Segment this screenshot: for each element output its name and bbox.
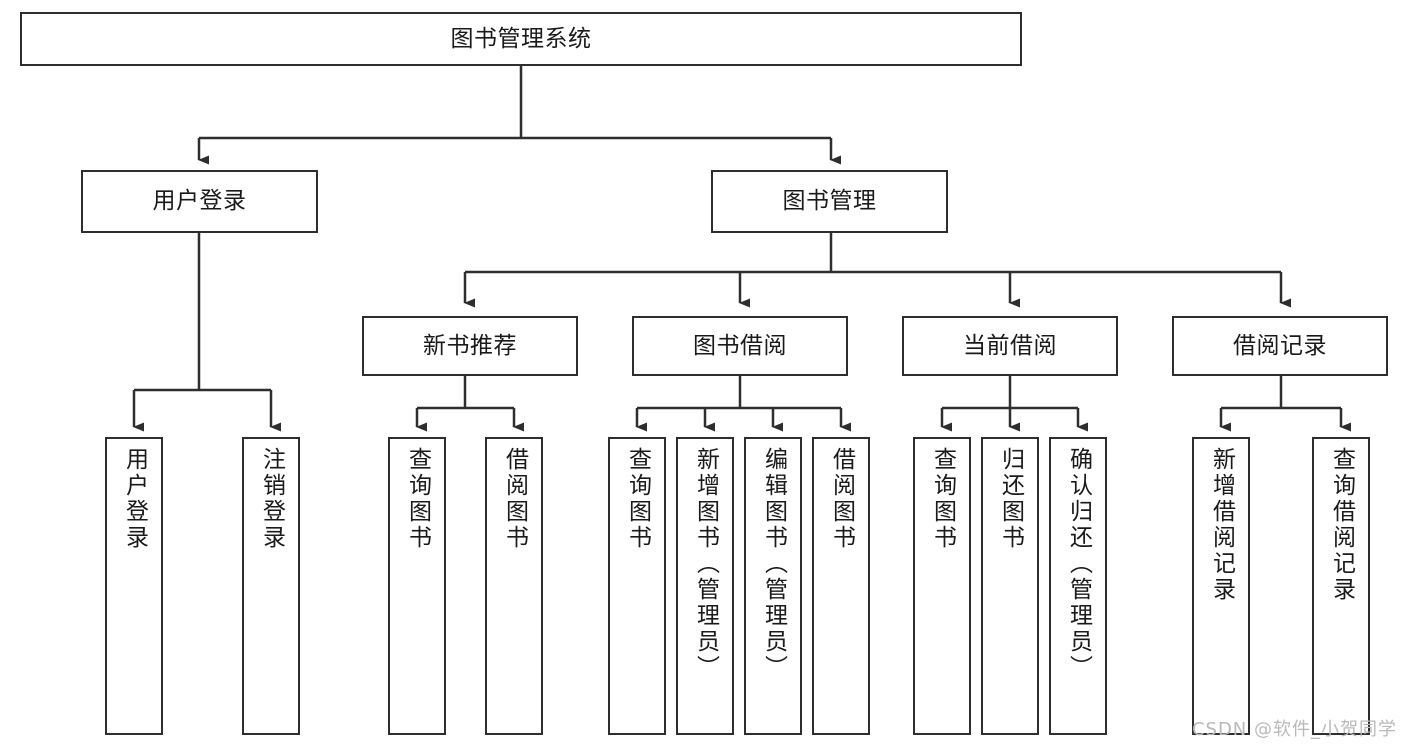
node-label: 图书借阅 <box>693 332 787 359</box>
node-label: 用户登录 <box>121 447 148 551</box>
watermark-text: CSDN @软件_小贺同学 <box>1191 719 1397 740</box>
node-leaf-query-books-current[interactable]: 查询图书 <box>913 437 971 735</box>
node-label: 当前借阅 <box>963 332 1057 359</box>
node-label: 查询图书 <box>624 447 651 551</box>
node-leaf-edit-book-admin[interactable]: 编辑图书（管理员） <box>744 437 802 735</box>
node-label: 查询借阅记录 <box>1328 447 1355 603</box>
node-label: 编辑图书（管理员） <box>760 447 787 681</box>
node-label: 借阅图书 <box>501 447 528 551</box>
node-new-book-recommendation[interactable]: 新书推荐 <box>362 316 578 376</box>
node-label: 新书推荐 <box>423 332 517 359</box>
node-leaf-query-borrow-record[interactable]: 查询借阅记录 <box>1312 437 1370 735</box>
node-leaf-add-book-admin[interactable]: 新增图书（管理员） <box>676 437 734 735</box>
node-leaf-add-borrow-record[interactable]: 新增借阅记录 <box>1192 437 1250 735</box>
node-leaf-query-books-borrow[interactable]: 查询图书 <box>608 437 666 735</box>
node-label: 确认归还（管理员） <box>1065 447 1092 681</box>
node-leaf-return-books[interactable]: 归还图书 <box>981 437 1039 735</box>
node-user-login[interactable]: 用户登录 <box>81 170 318 233</box>
node-label: 查询图书 <box>929 447 956 551</box>
node-leaf-confirm-return-admin[interactable]: 确认归还（管理员） <box>1049 437 1107 735</box>
node-label: 注销登录 <box>258 447 285 551</box>
node-root-book-management-system[interactable]: 图书管理系统 <box>20 12 1022 66</box>
node-leaf-borrow-books[interactable]: 借阅图书 <box>812 437 870 735</box>
node-leaf-query-books-recommend[interactable]: 查询图书 <box>388 437 446 735</box>
node-label: 归还图书 <box>997 447 1024 551</box>
node-label: 借阅图书 <box>828 447 855 551</box>
node-label: 新增图书（管理员） <box>692 447 719 681</box>
node-leaf-logout[interactable]: 注销登录 <box>242 437 300 735</box>
node-label: 新增借阅记录 <box>1208 447 1235 603</box>
node-book-management[interactable]: 图书管理 <box>711 170 948 233</box>
node-label: 用户登录 <box>152 188 247 215</box>
node-label: 图书管理系统 <box>450 25 592 52</box>
node-label: 借阅记录 <box>1233 332 1327 359</box>
node-borrow-records[interactable]: 借阅记录 <box>1172 316 1388 376</box>
node-label: 图书管理 <box>782 188 877 215</box>
node-label: 查询图书 <box>404 447 431 551</box>
node-leaf-borrow-books-recommend[interactable]: 借阅图书 <box>485 437 543 735</box>
node-book-borrowing[interactable]: 图书借阅 <box>632 316 848 376</box>
node-current-borrowing[interactable]: 当前借阅 <box>902 316 1118 376</box>
node-leaf-user-login[interactable]: 用户登录 <box>105 437 163 735</box>
